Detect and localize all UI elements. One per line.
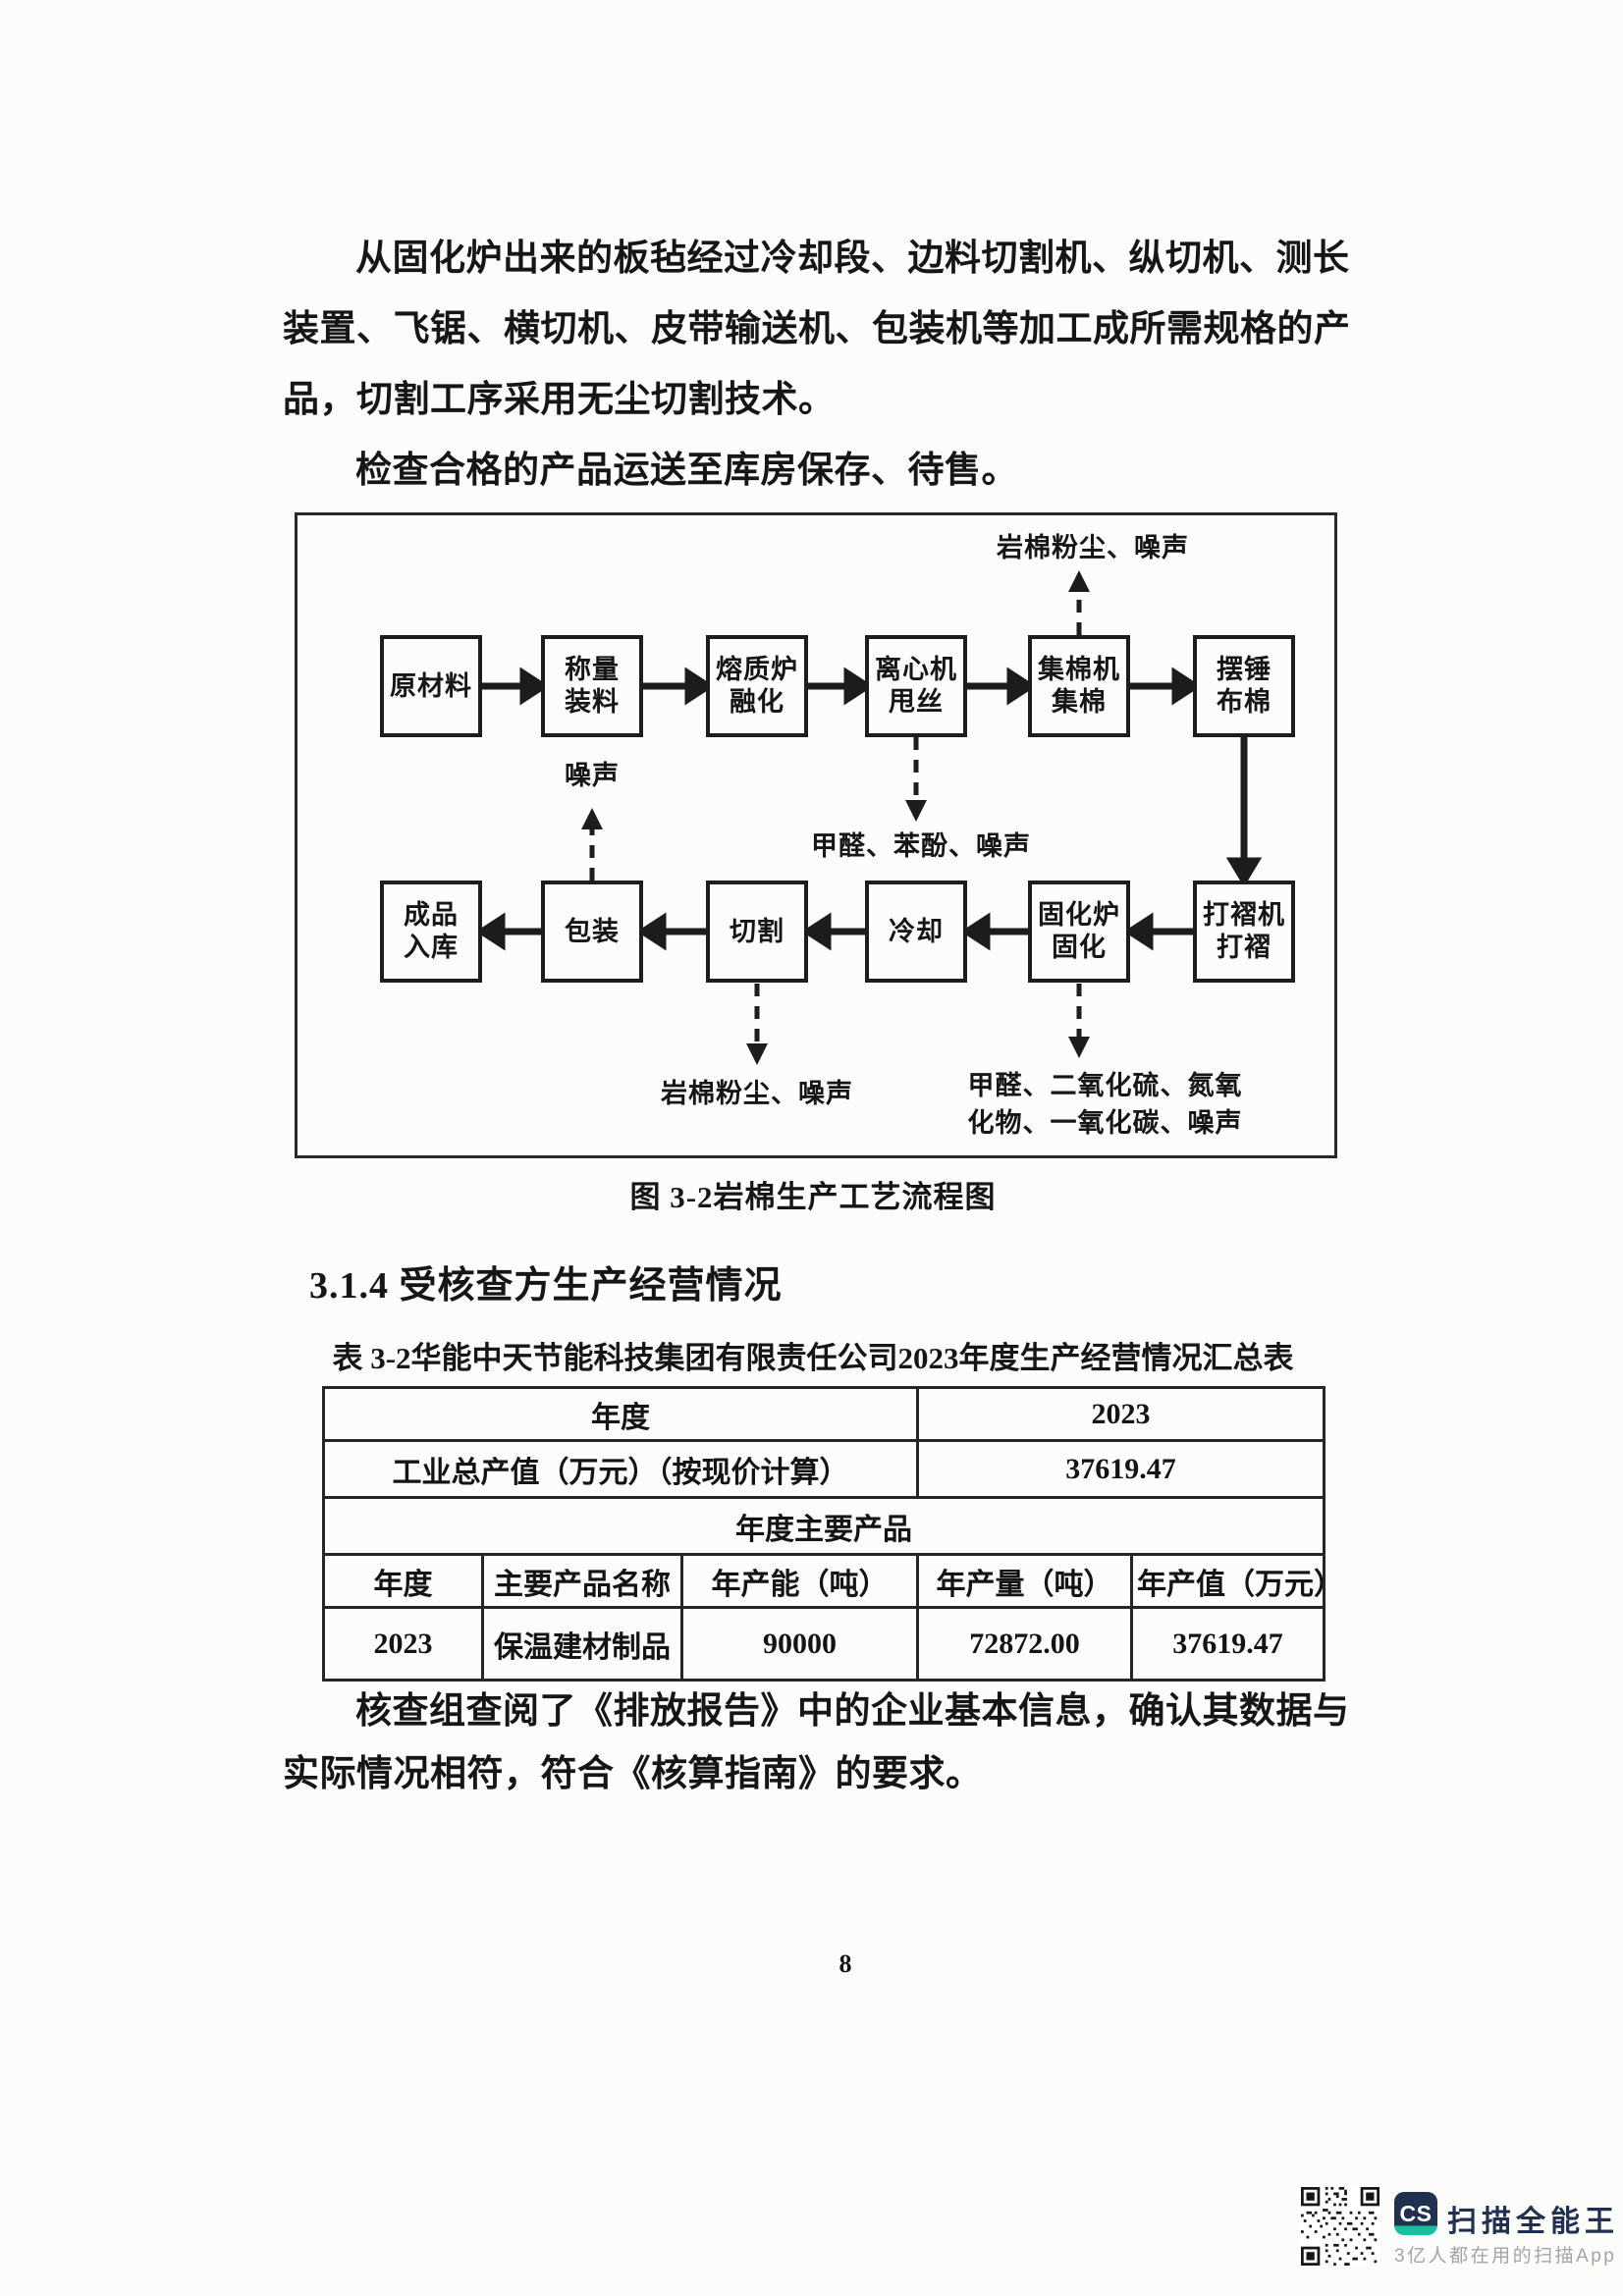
flow-node-packing: 包装: [541, 881, 643, 983]
table-cell-row-product: 保温建材制品: [481, 1606, 683, 1682]
flow-node-label: 成品: [404, 900, 459, 930]
flow-node-label: 打褶机: [1203, 900, 1285, 930]
flow-node-storage: 成品 入库: [380, 881, 482, 983]
emission-annotation-bottom-left: 岩棉粉尘、噪声: [661, 1079, 853, 1108]
paragraph-line: 实际情况相符，符合《核算指南》的要求。: [283, 1754, 983, 1794]
flow-node-weighing: 称量 装料: [541, 635, 643, 737]
page-number: 8: [839, 1949, 852, 1978]
flow-node-label: 离心机: [875, 655, 957, 684]
figure-caption: 图 3-2岩棉生产工艺流程图: [629, 1180, 997, 1214]
flow-node-label: 称量: [565, 655, 620, 684]
flow-node-curing-furnace: 固化炉 固化: [1028, 881, 1130, 983]
flow-node-label: 切割: [730, 916, 784, 946]
production-summary-table: 年度 2023 工业总产值（万元）（按现价计算） 37619.47 年度主要产品…: [321, 1386, 1326, 1682]
flow-node-label: 固化: [1052, 933, 1107, 962]
table-cell-gross-value: 37619.47: [916, 1439, 1326, 1499]
flow-node-centrifuge: 离心机 甩丝: [865, 635, 967, 737]
flow-node-label: 固化炉: [1038, 900, 1120, 930]
table-cell-year-value: 2023: [916, 1386, 1326, 1442]
flow-node-melting-furnace: 熔质炉 融化: [706, 635, 808, 737]
table-col-product: 主要产品名称: [481, 1553, 683, 1609]
table-cell-products-header: 年度主要产品: [321, 1496, 1326, 1556]
annotation-line: 甲醛、二氧化硫、氮氧: [967, 1071, 1243, 1100]
flow-node-label: 入库: [404, 933, 459, 962]
table-cell-gross-label: 工业总产值（万元）（按现价计算）: [321, 1439, 920, 1499]
qr-code: [1301, 2187, 1380, 2266]
annotation-line: 化物、一氧化碳、噪声: [967, 1108, 1243, 1138]
flow-node-pendulum: 摆锤 布棉: [1193, 635, 1295, 737]
flow-node-label: 原材料: [390, 670, 472, 701]
flow-node-label: 装料: [565, 687, 620, 717]
flow-node-label: 冷却: [889, 916, 944, 946]
flow-node-pleating: 打褶机 打褶: [1193, 881, 1295, 983]
emission-annotation-bottom-right: 甲醛、二氧化硫、氮氧 化物、一氧化碳、噪声: [936, 1067, 1274, 1142]
table-col-value: 年产值（万元）: [1130, 1553, 1326, 1609]
flow-node-label: 融化: [730, 687, 784, 717]
flow-node-collector: 集棉机 集棉: [1028, 635, 1130, 737]
flow-node-label: 包装: [565, 916, 620, 946]
flow-node-raw-material: 原材料: [380, 635, 482, 737]
process-flow-diagram: 原材料 称量 装料 熔质炉 融化 离心机 甩丝 集棉机 集棉 摆锤 布棉 成品 …: [295, 512, 1337, 1158]
flow-node-label: 熔质炉: [716, 655, 798, 684]
paragraph-line: 检查合格的产品运送至库房保存、待售。: [355, 451, 1018, 491]
table-cell-row-capacity: 90000: [679, 1606, 920, 1682]
paragraph-line: 核查组查阅了《排放报告》中的企业基本信息，确认其数据与: [355, 1691, 1350, 1732]
watermark-title: 扫描全能王: [1447, 2206, 1619, 2238]
flow-node-label: 摆锤: [1217, 655, 1271, 684]
flow-node-label: 集棉机: [1038, 655, 1120, 684]
flow-node-label: 布棉: [1217, 687, 1271, 717]
table-title: 表 3-2华能中天节能科技集团有限责任公司2023年度生产经营情况汇总表: [332, 1341, 1294, 1375]
paragraph-line: 装置、飞锯、横切机、皮带输送机、包装机等加工成所需规格的产: [283, 309, 1351, 349]
table-col-year: 年度: [322, 1553, 484, 1609]
emission-annotation-noise: 噪声: [565, 761, 620, 790]
table-cell-row-year: 2023: [322, 1606, 484, 1682]
flow-node-cooling: 冷却: [865, 881, 967, 983]
flow-node-label: 打褶: [1217, 933, 1271, 962]
table-cell-row-value: 37619.47: [1130, 1606, 1326, 1682]
flow-node-label: 集棉: [1052, 687, 1107, 717]
flow-arrows: [475, 570, 1263, 1065]
flow-node-cutting: 切割: [706, 881, 808, 983]
section-heading: 3.1.4 受核查方生产经营情况: [309, 1265, 783, 1307]
table-col-output: 年产量（吨）: [916, 1553, 1134, 1609]
table-col-capacity: 年产能（吨）: [679, 1553, 920, 1609]
table-cell-year-label: 年度: [321, 1386, 920, 1442]
emission-annotation-top: 岩棉粉尘、噪声: [997, 533, 1189, 562]
flow-node-label: 甩丝: [889, 687, 944, 717]
body-paragraph-1: 从固化炉出来的板毡经过冷却段、边料切割机、纵切机、测长 装置、飞锯、横切机、皮带…: [283, 224, 1351, 507]
watermark-subtitle: 3亿人都在用的扫描App: [1394, 2246, 1617, 2267]
body-paragraph-2: 核查组查阅了《排放报告》中的企业基本信息，确认其数据与 实际情况相符，符合《核算…: [283, 1681, 1350, 1806]
emission-annotation-mid: 甲醛、苯酚、噪声: [811, 831, 1031, 861]
cs-logo-icon: CS: [1394, 2192, 1437, 2235]
table-cell-row-output: 72872.00: [916, 1606, 1134, 1682]
paragraph-line: 从固化炉出来的板毡经过冷却段、边料切割机、纵切机、测长: [355, 239, 1350, 279]
paragraph-line: 品，切割工序采用无尘切割技术。: [283, 380, 836, 420]
